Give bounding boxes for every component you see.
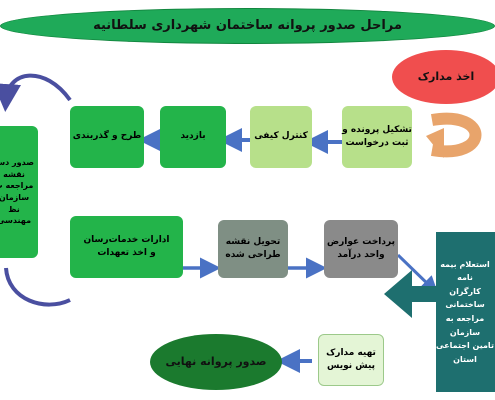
step-fees: پرداخت عوارض واحد درآمد [324, 220, 398, 278]
step-permit-map-engineering-label: صدور دس نقشه مراجعه ب سازمان نظ مهندسی [0, 158, 34, 226]
start-node: اخذ مدارک [392, 50, 495, 104]
step-registration: تشکیل پرونده و ثبت درخواست [342, 106, 412, 168]
arc-bottom-left [4, 267, 71, 307]
step-pre-draft: تهیه مدارک پیش نویس [318, 334, 384, 386]
step-design-label: طرح و گذربندی [72, 131, 142, 142]
step-permit-map-engineering: صدور دس نقشه مراجعه ب سازمان نظ مهندسی [0, 126, 38, 258]
final-label: صدور پروانه نهایی [165, 355, 267, 369]
step-insurance: استعلام بیمه نامه کارگران ساختمانی مراجع… [436, 232, 495, 392]
step-pre-draft-label: تهیه مدارک پیش نویس [326, 347, 376, 371]
step-services-label: ادارات خدمات‌رسان و اخذ تعهدات [83, 234, 170, 258]
step-plan-delivery-label: تحویل نقشه طراحی شده [225, 236, 281, 260]
page-title: مراحل صدور پروانه ساختمان شهرداری سلطانی… [93, 17, 402, 33]
step-quality-label: کنترل کیفی [254, 131, 308, 142]
step-quality: کنترل کیفی [250, 106, 312, 168]
arrow-insurance-to-predraft [384, 270, 436, 318]
title-banner: مراحل صدور پروانه ساختمان شهرداری سلطانی… [0, 8, 495, 44]
arrow-fees-to-insurance [396, 253, 439, 295]
step-design: طرح و گذربندی [70, 106, 144, 168]
step-registration-label: تشکیل پرونده و ثبت درخواست [342, 124, 412, 148]
arc-start-return-arrowhead [426, 128, 444, 158]
start-label: اخذ مدارک [417, 70, 475, 84]
step-plan-delivery: تحویل نقشه طراحی شده [218, 220, 288, 278]
step-insurance-label: استعلام بیمه نامه کارگران ساختمانی مراجع… [436, 259, 494, 364]
arc-start-return-arrow [430, 112, 482, 158]
arc-top-left [0, 73, 72, 112]
final-node: صدور پروانه نهایی [150, 334, 282, 390]
step-fees-label: پرداخت عوارض واحد درآمد [327, 236, 395, 260]
step-services: ادارات خدمات‌رسان و اخذ تعهدات [70, 216, 183, 278]
step-visit: بازدید [160, 106, 226, 168]
step-visit-label: بازدید [180, 131, 206, 142]
